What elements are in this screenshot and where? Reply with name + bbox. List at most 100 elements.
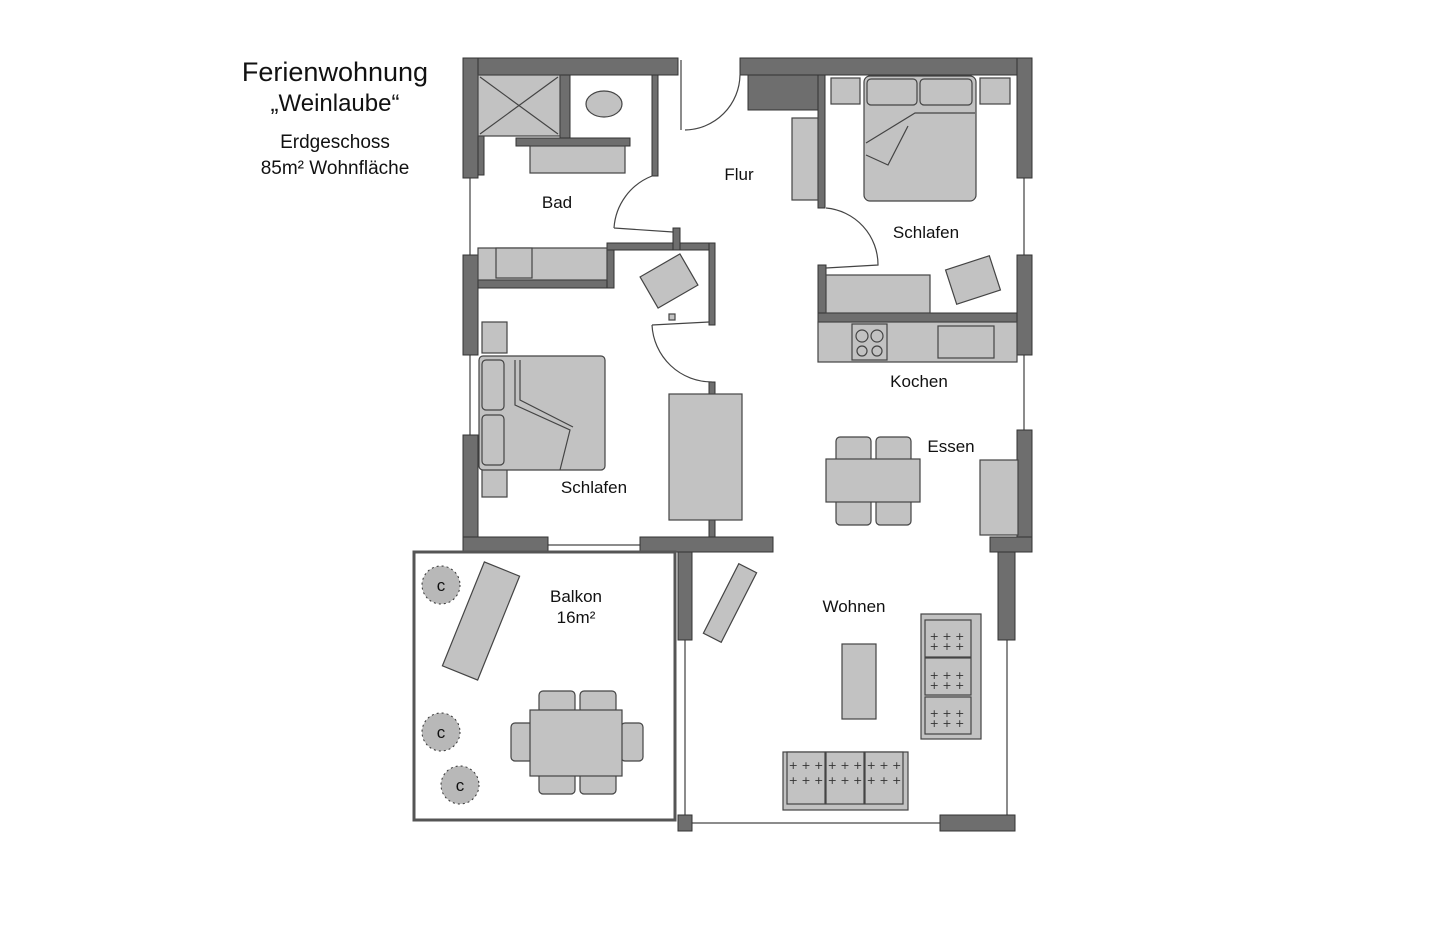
plan-shape bbox=[462, 254, 479, 356]
title-line3: Erdgeschoss bbox=[280, 132, 390, 153]
plan-shape bbox=[1016, 429, 1033, 553]
plan-shape bbox=[668, 313, 676, 321]
plan-shape bbox=[924, 619, 972, 658]
double-bed bbox=[478, 355, 606, 471]
plan-text: + + + bbox=[867, 774, 902, 787]
label-schlafen-right: Schlafen bbox=[893, 223, 959, 242]
label-kochen: Kochen bbox=[890, 372, 948, 391]
cushion-pattern: + + ++ + + + + ++ + + + + ++ + + + + ++ … bbox=[789, 630, 965, 787]
label-wohnen: Wohnen bbox=[822, 597, 885, 616]
plan-shape bbox=[870, 329, 884, 343]
plan-shape bbox=[481, 465, 508, 498]
plan-shape bbox=[481, 414, 505, 466]
plan-shape bbox=[462, 57, 479, 179]
doors bbox=[613, 74, 879, 383]
plan-shape bbox=[708, 242, 716, 326]
plan-shape bbox=[421, 565, 461, 605]
walls bbox=[462, 57, 1033, 832]
plan-text: + + + bbox=[789, 774, 824, 787]
plan-text: + + + bbox=[930, 707, 965, 720]
plan-shape bbox=[939, 814, 1016, 832]
plan-shape bbox=[481, 321, 508, 354]
plan-shape bbox=[639, 536, 774, 553]
plan-shape bbox=[462, 536, 549, 553]
plan-shape bbox=[481, 359, 505, 411]
balcony-table bbox=[529, 709, 623, 777]
plan-text: c bbox=[437, 576, 446, 595]
plan-shape bbox=[855, 329, 869, 343]
plan-text: + + + bbox=[867, 759, 902, 772]
plan-shape bbox=[1016, 254, 1033, 356]
plan-shape bbox=[866, 78, 918, 106]
toilet bbox=[585, 90, 623, 118]
plan-title: Ferienwohnung „Weinlaube“ Erdgeschoss 85… bbox=[242, 57, 428, 179]
plant-3: c bbox=[440, 765, 480, 805]
plan-shape bbox=[817, 74, 826, 209]
plan-shape bbox=[613, 175, 674, 233]
plan-shape bbox=[1016, 57, 1033, 179]
plan-shape bbox=[739, 57, 1033, 76]
plan-shape bbox=[672, 227, 681, 251]
plan-shape bbox=[677, 814, 693, 832]
plant-2: c bbox=[421, 712, 461, 752]
windows bbox=[469, 60, 1025, 824]
plan-text: + + + bbox=[828, 774, 863, 787]
plan-text: + + + bbox=[930, 630, 965, 643]
plan-shape bbox=[919, 78, 973, 106]
plan-shape bbox=[620, 722, 644, 762]
sun-lounger bbox=[441, 561, 521, 681]
plan-shape bbox=[462, 434, 479, 553]
plan-text: c bbox=[456, 776, 465, 795]
plan-shape bbox=[747, 74, 819, 111]
plan-shape bbox=[440, 765, 480, 805]
plan-shape bbox=[651, 321, 713, 383]
plan-shape bbox=[559, 74, 571, 140]
sideboard bbox=[979, 459, 1019, 536]
plan-shape bbox=[606, 242, 716, 251]
plan-shape bbox=[421, 712, 461, 752]
plan-shape bbox=[786, 751, 826, 805]
plan-shape bbox=[515, 137, 631, 147]
plan-shape bbox=[651, 74, 659, 177]
wardrobe bbox=[791, 117, 819, 201]
entrance-door[interactable] bbox=[684, 74, 741, 131]
label-flur: Flur bbox=[724, 165, 754, 184]
plan-shape bbox=[997, 551, 1016, 641]
double-bed bbox=[863, 75, 977, 202]
label-schlafen-left: Schlafen bbox=[561, 478, 627, 497]
bath-cabinet bbox=[529, 145, 626, 174]
plan-shape bbox=[989, 536, 1033, 553]
sink bbox=[495, 247, 533, 279]
plan-shape bbox=[514, 360, 574, 471]
stove bbox=[851, 323, 888, 361]
bedroom-right-furniture bbox=[791, 75, 1018, 363]
plan-shape bbox=[924, 657, 972, 696]
dining-table bbox=[825, 458, 921, 503]
plan-text: + + + bbox=[828, 759, 863, 772]
plan-shape bbox=[979, 77, 1011, 105]
bathroom-fixtures bbox=[477, 74, 626, 281]
desk bbox=[825, 274, 931, 314]
plan-shape bbox=[924, 696, 972, 735]
label-balkon: Balkon bbox=[550, 587, 602, 606]
plan-text: + + + bbox=[930, 640, 965, 653]
plan-shape bbox=[477, 279, 615, 289]
armchair bbox=[639, 253, 699, 309]
plan-text: + + + bbox=[930, 669, 965, 682]
balcony-outline bbox=[412, 550, 677, 822]
plan-shape bbox=[817, 312, 1018, 323]
plan-text: + + + bbox=[789, 759, 824, 772]
label-essen: Essen bbox=[927, 437, 974, 456]
title-line1: Ferienwohnung bbox=[242, 57, 428, 87]
living-furniture: + + ++ + + + + ++ + + + + ++ + + + + ++ … bbox=[702, 436, 1019, 811]
title-line4: 85m² Wohnfläche bbox=[261, 158, 410, 179]
balcony: c c c bbox=[412, 550, 677, 822]
kitchen-sink bbox=[937, 325, 995, 359]
plan-shape bbox=[825, 207, 879, 269]
armchair bbox=[944, 255, 1002, 305]
label-balkon-area: 16m² bbox=[557, 608, 596, 627]
wardrobe bbox=[668, 393, 743, 521]
plan-shape bbox=[825, 751, 865, 805]
bedroom-left-furniture bbox=[478, 253, 743, 521]
